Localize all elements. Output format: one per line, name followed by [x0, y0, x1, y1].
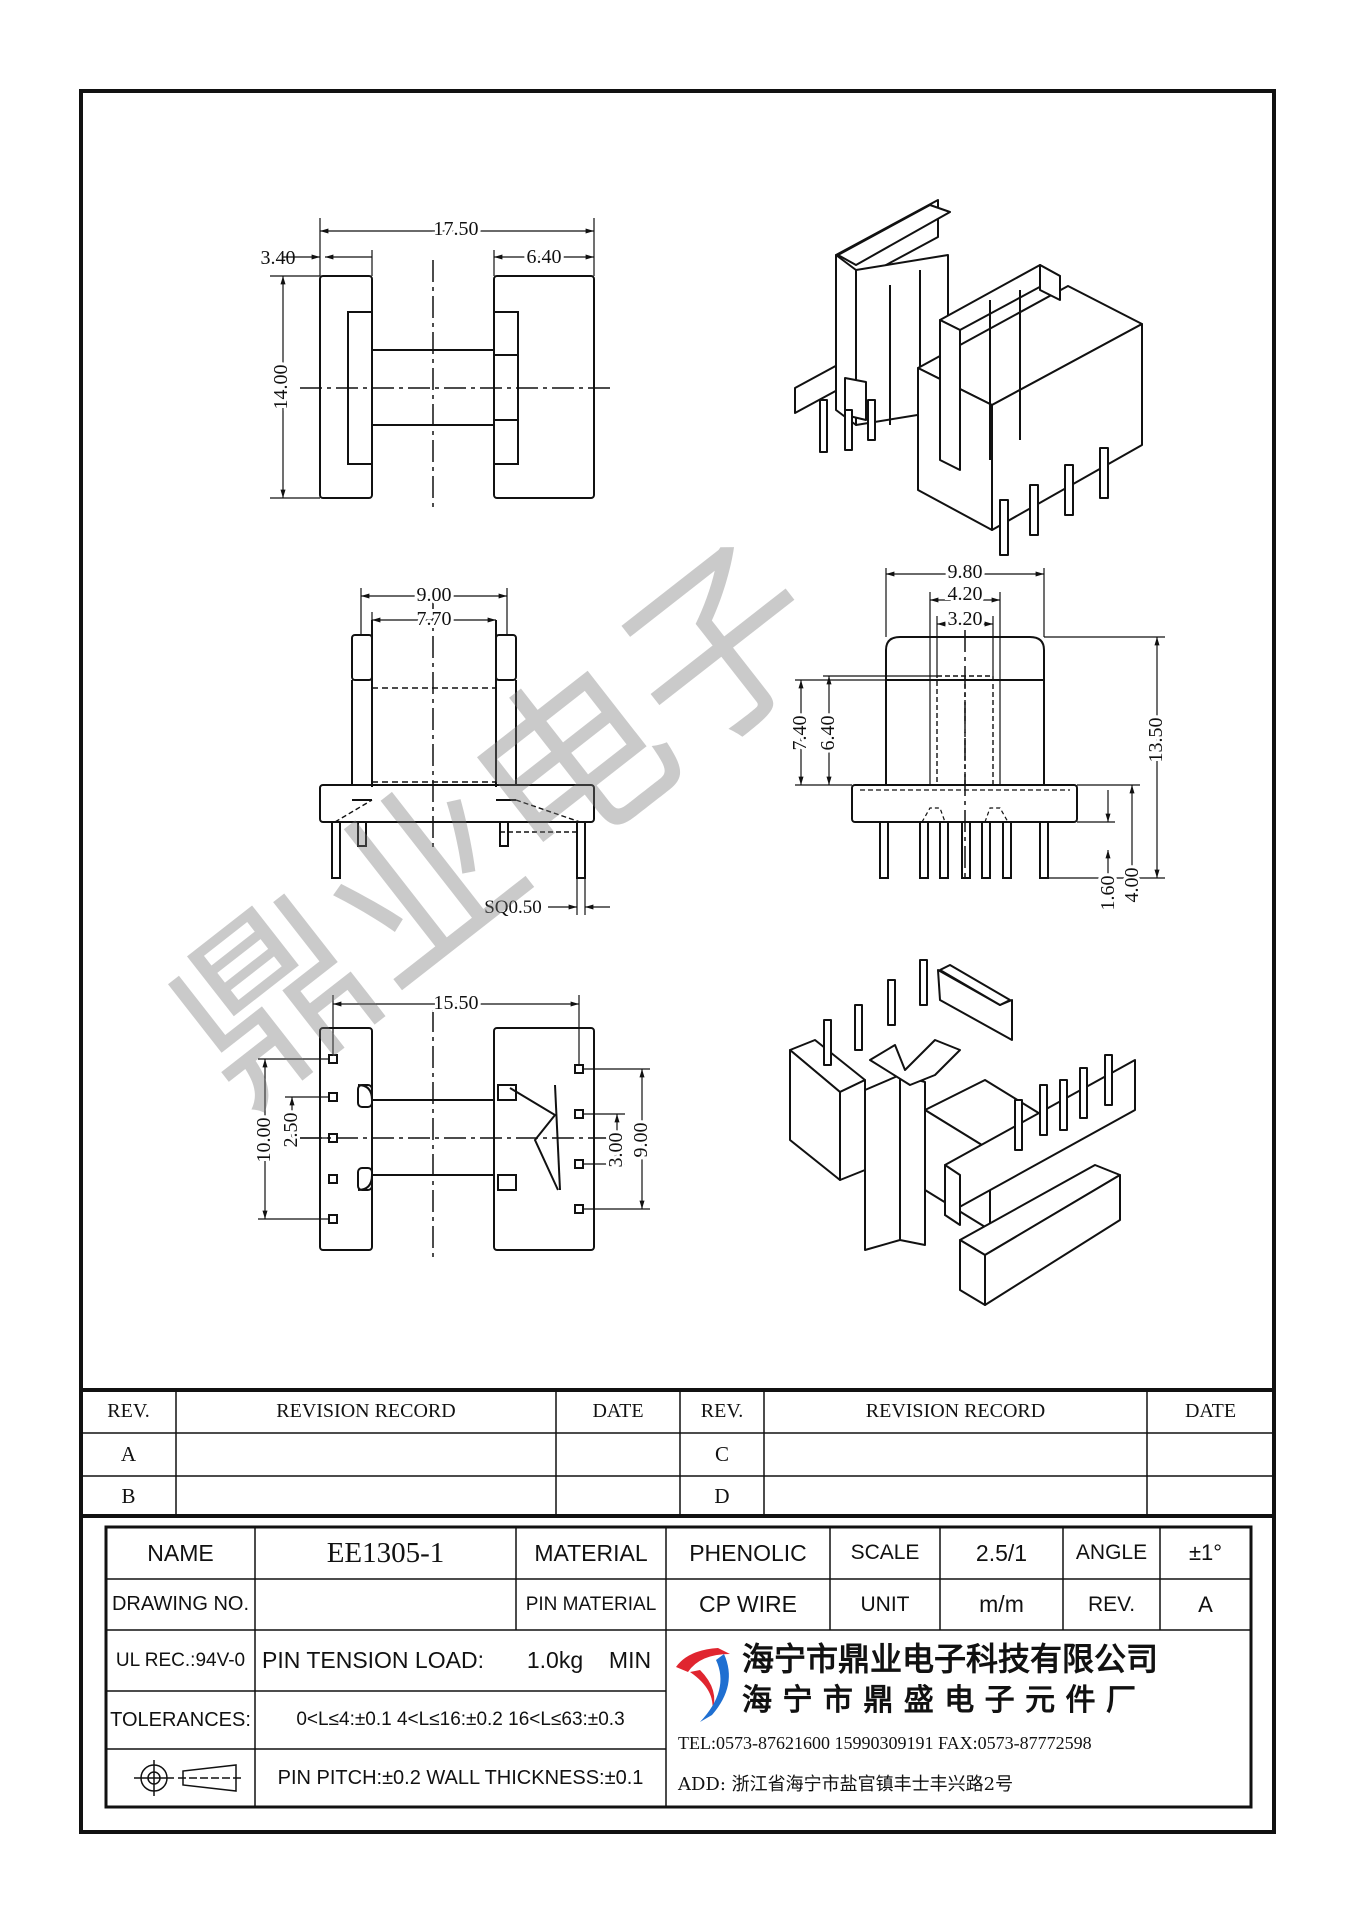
watermark: 鼎业电子 [132, 503, 867, 1145]
dim-top-height: 14.00 [270, 365, 292, 410]
company-tel-fax: TEL:0573-87621600 15990309191 FAX:0573-8… [678, 1732, 1092, 1753]
pin-pitch-wall-thickness: PIN PITCH:±0.2 WALL THICKNESS:±0.1 [277, 1766, 644, 1789]
date-header-right: DATE [1184, 1400, 1237, 1422]
angle-value: ±1° [1188, 1540, 1223, 1565]
dim-side-overall-width: 9.80 [948, 561, 983, 583]
dim-front-pin-size: SQ0.50 [484, 897, 542, 918]
dim-bottom-left-pin-pitch: 2.50 [280, 1113, 302, 1148]
pin-material-value: CP WIRE [699, 1591, 797, 1617]
tolerances-label: TOLERANCES: [110, 1708, 251, 1731]
pin-tension-value: 1.0kg [526, 1647, 584, 1673]
dim-bottom-right-pin-span: 9.00 [630, 1123, 652, 1158]
rev-label: REV. [1087, 1592, 1136, 1616]
rev-b: B [121, 1483, 136, 1508]
dim-front-inner-width: 7.70 [417, 608, 452, 630]
company-name-2: 海 宁 市 鼎 盛 电 子 元 件 厂 [742, 1683, 1136, 1718]
dim-top-overall-width: 17.50 [434, 218, 479, 240]
company-address: ADD: 浙江省海宁市盐官镇丰士丰兴路2号 [678, 1774, 1014, 1795]
pin-material-label: PIN MATERIAL [525, 1593, 657, 1615]
pin-tension-label: PIN TENSION LOAD: [262, 1647, 484, 1673]
dim-front-outer-width: 9.00 [417, 584, 452, 606]
dim-side-window-outer: 7.40 [789, 716, 811, 751]
unit-value: m/m [979, 1591, 1024, 1617]
drawing-no-label: DRAWING NO. [111, 1593, 250, 1615]
dim-side-base-height: 4.00 [1121, 868, 1143, 903]
dim-side-standoff: 1.60 [1097, 876, 1119, 911]
dim-side-window-inner: 6.40 [817, 716, 839, 751]
scale-value: 2.5/1 [975, 1539, 1028, 1566]
unit-label: UNIT [860, 1592, 910, 1616]
revision-table-lines [81, 1388, 1274, 1518]
company-name-1: 海宁市鼎业电子科技有限公司 [742, 1640, 1159, 1678]
date-header-left: DATE [592, 1400, 644, 1422]
dim-bottom-pin-row-span: 15.50 [434, 992, 479, 1014]
material-value: PHENOLIC [689, 1539, 807, 1566]
dim-side-middle-width: 4.20 [948, 583, 983, 605]
top-view [270, 218, 610, 510]
dim-side-overall-height: 13.50 [1145, 718, 1167, 763]
scale-label: SCALE [850, 1541, 920, 1564]
pin-tension-suffix: MIN [608, 1647, 652, 1673]
company-logo [676, 1648, 730, 1722]
isometric-view-bottom [789, 959, 1136, 1306]
side-view [795, 568, 1165, 880]
dim-top-right-flange: 6.40 [527, 246, 562, 268]
name-value: EE1305-1 [326, 1536, 445, 1569]
angle-label: ANGLE [1075, 1541, 1148, 1564]
name-label: NAME [147, 1539, 214, 1566]
rev-d: D [714, 1483, 730, 1508]
rev-a: A [120, 1442, 137, 1466]
revision-record-header-right: REVISION RECORD [865, 1400, 1046, 1422]
dim-bottom-left-pin-span: 10.00 [253, 1118, 275, 1163]
ul-rec: UL REC.:94V-0 [115, 1649, 246, 1671]
projection-symbol-icon [134, 1760, 242, 1796]
bottom-view [258, 995, 650, 1260]
material-label: MATERIAL [534, 1539, 648, 1566]
isometric-view-top [794, 199, 1143, 556]
tolerances-value: 0<L≤4:±0.1 4<L≤16:±0.2 16<L≤63:±0.3 [296, 1709, 625, 1730]
svg-text:鼎业电子: 鼎业电子 [132, 503, 867, 1145]
rev-header-right: REV. [700, 1400, 744, 1422]
rev-c: C [714, 1442, 729, 1466]
dim-bottom-right-pin-pitch: 3.00 [605, 1133, 627, 1168]
drawing-border [79, 89, 1276, 1834]
dim-top-left-flange: 3.40 [261, 247, 296, 269]
dim-side-inner-width: 3.20 [948, 608, 983, 630]
title-block-lines [104, 1525, 1253, 1809]
front-view [319, 588, 610, 915]
rev-header-left: REV. [107, 1400, 150, 1422]
rev-value: A [1198, 1591, 1213, 1617]
revision-record-header-left: REVISION RECORD [276, 1400, 456, 1422]
